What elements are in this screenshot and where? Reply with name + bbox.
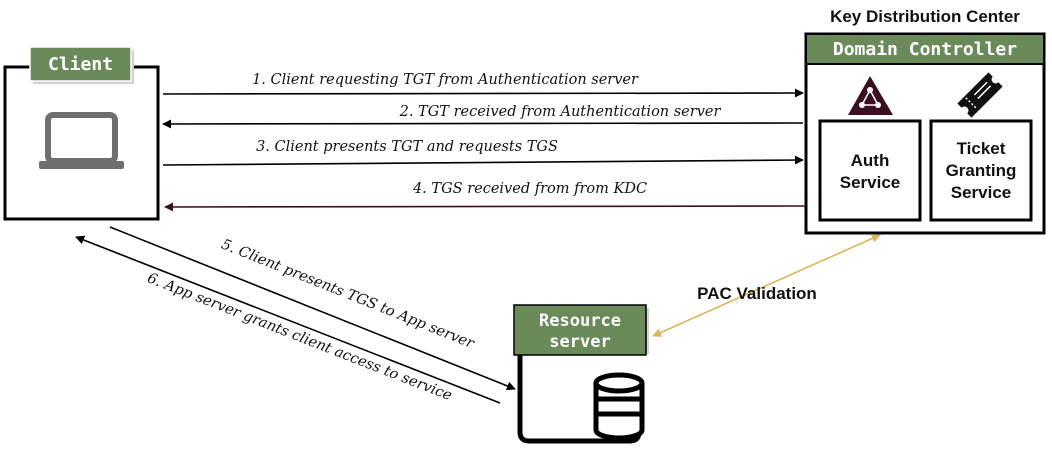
pac-validation-label: PAC Validation — [697, 284, 817, 303]
resource-label-line-1: Resource — [539, 311, 621, 331]
resource-label-line-2: server — [549, 332, 610, 352]
triangle-network-icon — [848, 76, 893, 115]
ticket-icon — [957, 72, 1003, 118]
kdc-title: Key Distribution Center — [830, 7, 1020, 26]
arrow-5 — [109, 226, 516, 391]
message-1-label: 1. Client requesting TGT from Authentica… — [252, 72, 639, 88]
arrow-2 — [162, 119, 804, 129]
database-icon — [593, 372, 645, 441]
arrow-1 — [162, 88, 804, 98]
tgs-service-box — [929, 119, 1033, 222]
message-2-label: 2. TGT received from Authentication serv… — [399, 104, 722, 120]
client-box — [3, 65, 160, 221]
arrow-3 — [162, 155, 804, 166]
laptop-icon — [39, 112, 124, 169]
message-4-label: 4. TGS received from from KDC — [412, 181, 647, 197]
message-3-label: 3. Client presents TGT and requests TGS — [256, 139, 558, 155]
resource-label-box — [513, 304, 647, 356]
tgs-service-line-2: Granting — [946, 161, 1017, 180]
auth-service-box — [818, 119, 922, 222]
client-label-box — [29, 46, 132, 82]
pac-validation-arrow — [652, 234, 881, 337]
message-5-label: 5. Client presents TGS to App server — [219, 237, 477, 353]
client-label: Client — [48, 54, 113, 75]
kdc-node: Key Distribution Center Domain Controlle… — [804, 7, 1046, 235]
message-6-label: 6. App server grants client access to se… — [145, 270, 454, 404]
resource-server-node: Resource server — [513, 304, 649, 444]
arrow-4 — [164, 202, 806, 212]
tgs-service-line-3: Service — [951, 183, 1012, 202]
dc-label-box — [805, 33, 1045, 65]
auth-service-line-1: Auth — [851, 151, 890, 170]
auth-service-line-2: Service — [840, 173, 901, 192]
dc-label: Domain Controller — [833, 39, 1017, 60]
tgs-service-line-1: Ticket — [957, 139, 1006, 158]
client-node: Client — [3, 46, 160, 221]
arrow-6 — [75, 235, 501, 404]
